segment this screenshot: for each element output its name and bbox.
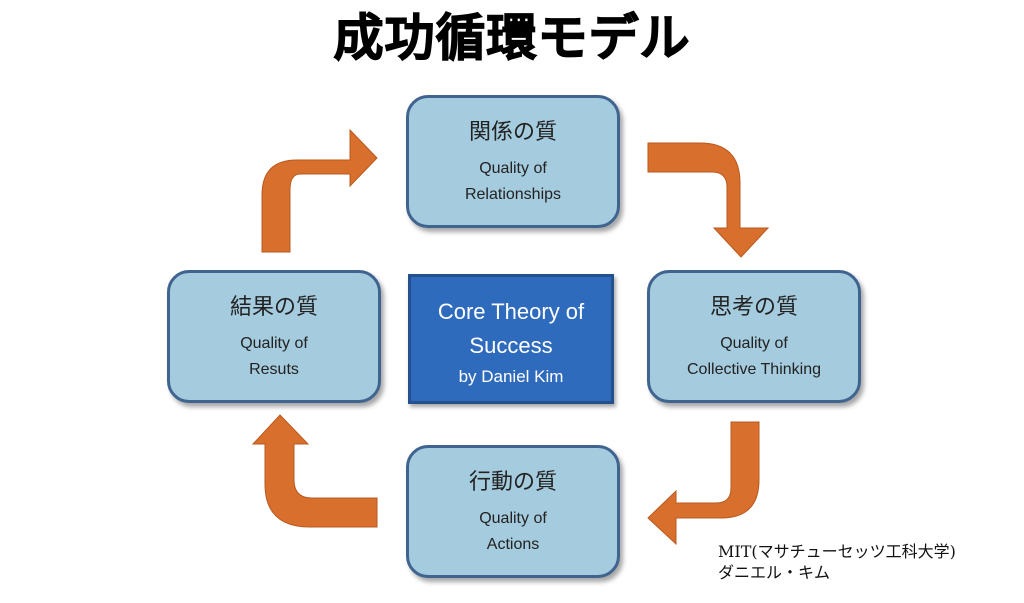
box-en-line1: Quality of xyxy=(479,160,547,177)
core-title-line2: Success xyxy=(469,333,553,358)
arrow-results-to-relationships xyxy=(261,128,378,253)
box-quality-of-results: 結果の質 Quality of Resuts xyxy=(167,270,381,403)
box-en-label: Quality of Resuts xyxy=(170,331,378,383)
arrow-relationships-to-thinking xyxy=(647,142,770,258)
credit-line2: ダニエル・キム xyxy=(718,563,831,582)
page-title: 成功循環モデル xyxy=(333,8,691,67)
arrow-actions-to-results xyxy=(251,414,378,528)
box-en-line1: Quality of xyxy=(240,335,308,352)
box-en-line1: Quality of xyxy=(720,335,788,352)
box-en-label: Quality of Actions xyxy=(409,506,617,558)
box-quality-of-actions: 行動の質 Quality of Actions xyxy=(406,445,620,578)
box-jp-label: 関係の質 xyxy=(468,120,557,145)
box-quality-of-thinking: 思考の質 Quality of Collective Thinking xyxy=(647,270,861,403)
box-en-label: Quality of Collective Thinking xyxy=(650,331,858,383)
core-title-line1: Core Theory of xyxy=(437,299,585,324)
box-jp-label: 行動の質 xyxy=(468,470,557,495)
arrow-thinking-to-actions xyxy=(647,421,760,546)
credit-text: MIT(マサチューセッツ工科大学) ダニエル・キム xyxy=(718,541,956,583)
box-jp-label: 思考の質 xyxy=(709,295,798,320)
core-theory-box: Core Theory of Success by Daniel Kim xyxy=(408,274,614,404)
credit-line1: MIT(マサチューセッツ工科大学) xyxy=(718,542,956,561)
box-en-line2: Collective Thinking xyxy=(687,361,821,378)
box-quality-of-relationships: 関係の質 Quality of Relationships xyxy=(406,95,620,228)
box-en-line1: Quality of xyxy=(479,510,547,527)
box-en-line2: Actions xyxy=(486,536,540,553)
box-en-line2: Relationships xyxy=(464,186,562,203)
box-en-label: Quality of Relationships xyxy=(409,156,617,208)
core-author: by Daniel Kim xyxy=(458,367,564,386)
box-jp-label: 結果の質 xyxy=(229,295,318,320)
box-en-line2: Resuts xyxy=(249,361,299,378)
